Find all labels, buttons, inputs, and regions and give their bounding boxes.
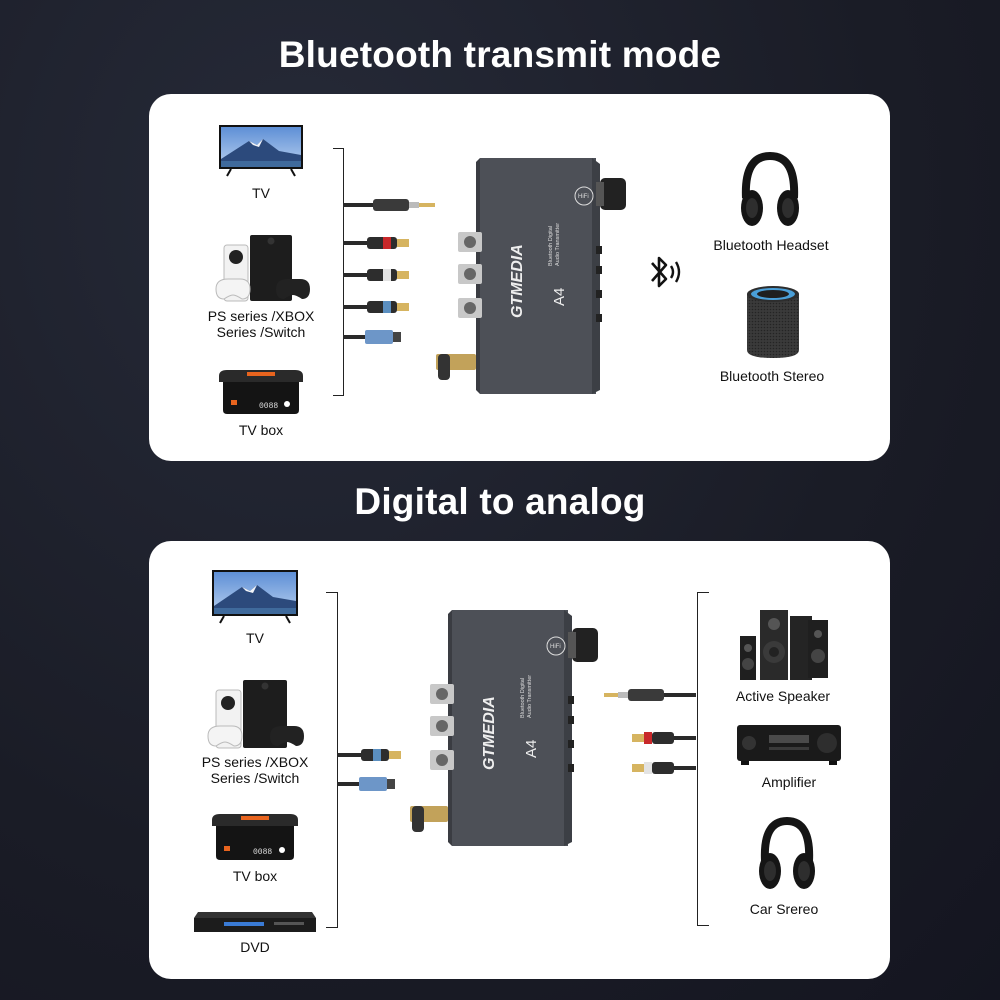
output-cable-group: [604, 682, 700, 782]
device-sub2: Audio Transmitter: [555, 223, 561, 266]
optical-cable: [337, 777, 395, 791]
hifi-badge: HiFi: [550, 644, 561, 650]
source-bracket: [333, 148, 344, 396]
tv-box-icon: 0088: [219, 366, 303, 416]
tv-box-icon: 0088: [212, 810, 298, 862]
amplifier-icon: [737, 725, 841, 765]
device-model: A4: [551, 288, 568, 306]
tv-box-label: TV box: [232, 868, 278, 884]
rca-red-cable: [632, 732, 696, 744]
section2-title: Digital to analog: [354, 481, 646, 522]
headset-label: Bluetooth Headset: [713, 237, 829, 253]
tvbox-display: 0088: [253, 848, 272, 857]
device-sub2: Audio Transmitter: [527, 675, 533, 718]
headphones-icon: [757, 815, 817, 895]
target-bracket: [697, 592, 709, 926]
tvbox-display: 0088: [259, 402, 278, 411]
rca-white-cable: [343, 269, 409, 281]
amplifier-label: Amplifier: [761, 774, 817, 790]
optical-cable: [343, 330, 401, 344]
device-brand: GTMEDIA: [509, 244, 526, 318]
device-sub1: Bluetooth Digital: [548, 226, 554, 266]
hifi-badge: HiFi: [578, 194, 589, 200]
gtmedia-a4-device: GTMEDIA A4 Bluetooth Digital Audio Trans…: [410, 610, 598, 850]
tv-icon: [212, 570, 298, 624]
rca-white-cable: [632, 762, 696, 774]
car-stereo-label: Car Srereo: [749, 901, 819, 917]
active-speaker-label: Active Speaker: [735, 688, 831, 704]
coaxial-cable: [337, 749, 401, 761]
rca-red-cable: [343, 237, 409, 249]
bluetooth-wave-icon: [646, 255, 686, 289]
smart-speaker-icon: [745, 284, 801, 360]
game-console-icon: [214, 233, 310, 303]
device-model: A4: [523, 740, 540, 758]
tv-box-label: TV box: [238, 422, 284, 438]
section1-title: Bluetooth transmit mode: [278, 34, 722, 75]
dvd-label: DVD: [240, 939, 270, 955]
gtmedia-a4-device: GTMEDIA A4 Bluetooth Digital Audio Trans…: [436, 158, 626, 398]
tv-label: TV: [246, 630, 264, 646]
headphones-icon: [738, 150, 802, 232]
stereo-label: Bluetooth Stereo: [719, 368, 825, 384]
tv-icon: [219, 125, 303, 177]
source-bracket: [326, 592, 338, 928]
console-label: PS series /XBOX Series /Switch: [201, 754, 309, 786]
device-brand: GTMEDIA: [481, 696, 498, 770]
aux-cable: [604, 689, 696, 701]
active-speaker-icon: [736, 606, 830, 682]
coaxial-cable: [343, 301, 409, 313]
dvd-player-icon: [194, 910, 316, 934]
tv-label: TV: [252, 185, 270, 201]
cable-group: [337, 744, 417, 794]
game-console-icon: [206, 678, 306, 750]
console-label: PS series /XBOX Series /Switch: [207, 308, 315, 340]
aux-cable: [343, 199, 435, 211]
device-sub1: Bluetooth Digital: [520, 678, 526, 718]
cable-group: [343, 190, 463, 350]
